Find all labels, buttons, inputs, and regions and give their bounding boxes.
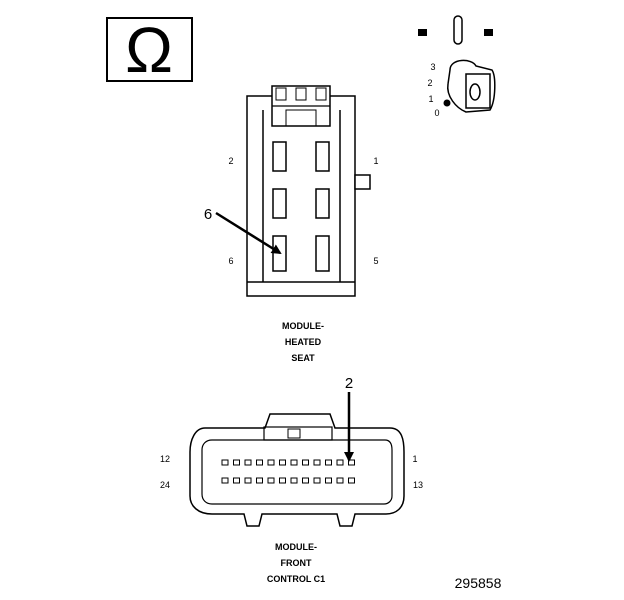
heated-seat-pin-label-5: 5 [373,256,378,266]
cavity-3 [315,188,330,219]
key-icon [443,59,496,113]
front-control-pin-label-12: 12 [160,454,170,464]
heated-seat-pin-label-6: 6 [228,256,233,266]
front-control-latch [263,426,333,441]
front-control-pin-field [221,459,355,484]
key-position-2: 2 [427,78,432,88]
heated-seat-name-line-1: MODULE- [282,321,324,331]
front-control-cavity-7 [279,459,286,466]
heated-seat-key-tab [354,174,371,190]
heated-seat-pin-label-1: 1 [373,156,378,166]
front-control-cavity-11 [233,459,240,466]
cavity-4 [272,188,287,219]
front-control-cavity-12 [221,459,229,466]
front-control-cavity-16 [313,477,321,484]
key-position-1: 1 [428,94,433,104]
front-control-cavity-17 [302,477,309,484]
front-control-pin-label-13: 13 [413,480,423,490]
front-control-name-line-2: FRONT [281,558,312,568]
front-control-cavity-1 [348,459,355,466]
front-control-cavity-13 [348,477,355,484]
front-control-cavity-14 [336,477,344,484]
front-control-cavity-23 [233,477,240,484]
ohmmeter-symbol: Ω [106,14,193,86]
front-control-cavity-19 [279,477,286,484]
front-control-cavity-20 [267,477,275,484]
ohm-box [106,17,193,82]
front-control-name-line-1: MODULE- [275,542,317,552]
heated-seat-callout-arrow [215,211,282,255]
ohm-icon: Ω [125,14,173,86]
heated-seat-pin-label-2: 2 [228,156,233,166]
front-control-pin-label-1: 1 [412,454,417,464]
front-control-cavity-18 [290,477,298,484]
front-control-callout-number: 2 [345,375,353,392]
front-control-connector: 12 1 24 13 2 MODULE- FRONT CONTROL C1 [160,375,423,584]
heated-seat-name-line-3: SEAT [291,353,315,363]
heated-seat-callout-number: 6 [204,206,212,223]
front-control-cavity-3 [325,459,332,466]
front-control-cavity-22 [244,477,252,484]
front-control-cavity-2 [336,459,344,466]
front-control-pin-label-24: 24 [160,480,170,490]
front-control-cavity-4 [313,459,321,466]
key-off-marker-right [484,29,493,36]
ignition-key-symbol: 3 2 1 0 [418,15,496,118]
front-control-cavity-21 [256,477,263,484]
front-control-cavity-10 [244,459,252,466]
heated-seat-name-line-2: HEATED [285,337,322,347]
front-control-cavity-5 [302,459,309,466]
front-control-cavity-8 [267,459,275,466]
key-off-marker-left [418,29,427,36]
key-position-3: 3 [430,62,435,72]
front-control-cavity-15 [325,477,332,484]
key-slot-icon [453,15,463,45]
cavity-1 [315,141,330,172]
front-control-housing [189,413,405,527]
front-control-cavity-24 [221,477,229,484]
figure-number: 295858 [455,575,502,591]
cavity-2 [272,141,287,172]
front-control-cavity-6 [290,459,298,466]
key-position-0: 0 [434,108,439,118]
front-control-cavity-9 [256,459,263,466]
front-control-name-line-3: CONTROL C1 [267,574,325,584]
cavity-5 [315,235,330,272]
heated-seat-connector: 2 1 6 5 6 MODULE- HEATED SEAT [204,85,379,363]
